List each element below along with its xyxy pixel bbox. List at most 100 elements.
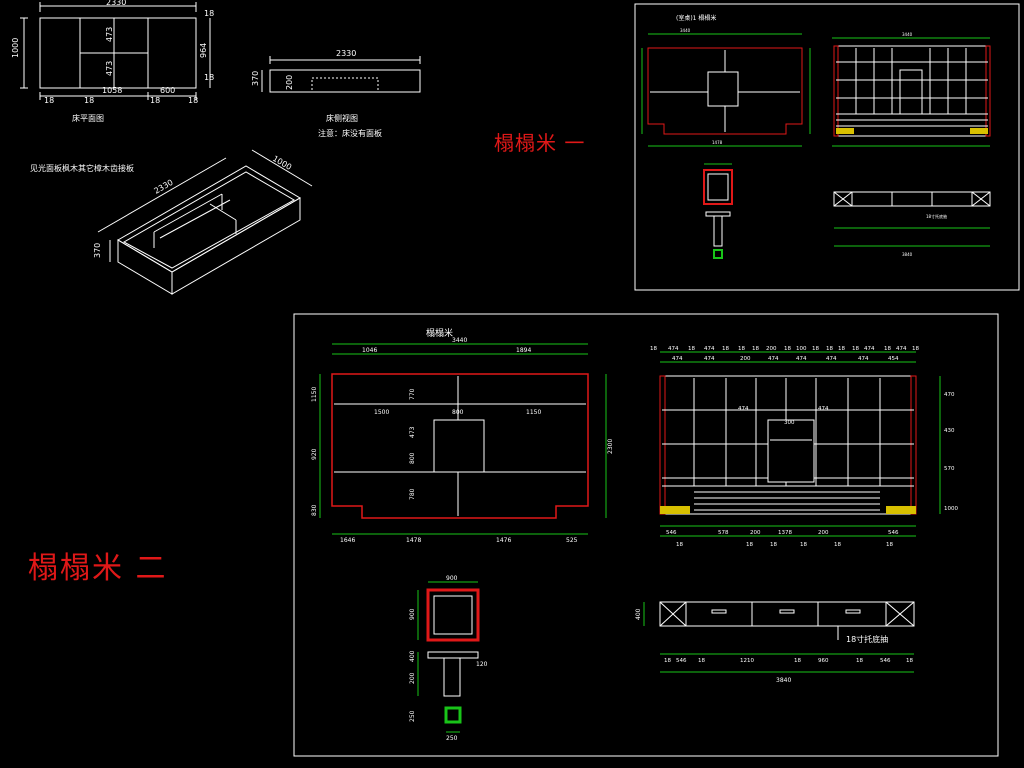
svg-text:474: 474 (738, 406, 749, 412)
bed-axon-height: 370 (93, 243, 102, 258)
set2-table-h1: 400 (409, 650, 416, 662)
bed-axonometric-view (97, 149, 313, 295)
set2-plan-v-mid2: 800 (409, 452, 416, 464)
svg-text:18: 18 (676, 542, 683, 548)
bed-plan-caption: 床平面图 (72, 113, 104, 123)
bed-side-view (261, 56, 421, 93)
svg-text:1210: 1210 (740, 658, 754, 664)
svg-text:960: 960 (818, 658, 829, 664)
set2-plan-v-bot: 780 (409, 488, 416, 500)
set1-drawer-unit (833, 191, 991, 247)
set2-table-h2: 120 (476, 661, 488, 668)
svg-text:18: 18 (688, 346, 695, 352)
svg-text:18: 18 (812, 346, 819, 352)
svg-text:18: 18 (834, 542, 841, 548)
bed-plan-left-dim: 1000 (11, 38, 20, 58)
svg-text:474: 474 (704, 346, 715, 352)
bed-plan-edge: 18 (150, 96, 160, 105)
bed-axon-width: 1000 (271, 154, 293, 172)
svg-text:570: 570 (944, 466, 955, 472)
svg-text:18: 18 (770, 542, 777, 548)
svg-text:474: 474 (668, 346, 679, 352)
set2-plan-top-total: 3440 (452, 337, 467, 344)
set2-plan-inner-mid: 800 (452, 409, 464, 416)
svg-text:546: 546 (666, 530, 677, 536)
set2-drawer-note: 18寸托底抽 (846, 634, 888, 644)
set2-plan-right: 2300 (607, 439, 614, 454)
sheet-frame-set1 (634, 3, 1020, 291)
set2-table-h4: 250 (409, 710, 416, 722)
svg-text:100: 100 (796, 346, 807, 352)
bed-side-caption: 床侧视图 (326, 113, 358, 123)
svg-text:546: 546 (880, 658, 891, 664)
svg-text:18: 18 (906, 658, 913, 664)
bed-side-note: 注意：床没有面板 (318, 128, 382, 138)
svg-text:474: 474 (864, 346, 875, 352)
bed-plan-view (20, 2, 211, 100)
svg-text:474: 474 (672, 356, 683, 362)
set1-plan (641, 33, 811, 147)
bed-plan-bottom-right: 600 (160, 86, 175, 95)
svg-text:1378: 1378 (778, 530, 792, 536)
svg-text:3440: 3440 (902, 32, 913, 37)
set2-plan-left-bot: 830 (311, 504, 318, 516)
svg-text:474: 474 (704, 356, 715, 362)
set1-title: 榻榻米 一 (494, 131, 585, 155)
svg-text:18: 18 (794, 658, 801, 664)
set2-drawer-left: 400 (635, 608, 642, 620)
set2-plan-top-left: 1046 (362, 347, 377, 354)
svg-text:18: 18 (664, 658, 671, 664)
svg-text:200: 200 (766, 346, 777, 352)
set2-plan-bottom-4: 525 (566, 537, 578, 544)
svg-text:470: 470 (944, 392, 955, 398)
sheet-frame-set2 (293, 313, 999, 757)
svg-text:18寸托底抽: 18寸托底抽 (926, 213, 947, 219)
bed-plan-edge: 18 (204, 73, 214, 82)
svg-text:454: 454 (888, 356, 899, 362)
svg-text:3840: 3840 (902, 252, 913, 257)
bed-axon-note: 见光面板枫木其它樟木齿接板 (30, 163, 134, 173)
svg-text:18: 18 (886, 542, 893, 548)
bed-axon-length: 2330 (153, 178, 175, 196)
svg-text:474: 474 (818, 406, 829, 412)
svg-text:1478: 1478 (712, 140, 723, 145)
set2-plan-inner-left: 1500 (374, 409, 389, 416)
set2-table-side: 900 (409, 608, 416, 620)
set2-tea-table (417, 581, 480, 733)
bed-plan-edge: 18 (204, 9, 214, 18)
svg-text:18: 18 (826, 346, 833, 352)
set2-table-top: 900 (446, 575, 458, 582)
svg-text:578: 578 (718, 530, 729, 536)
svg-text:18: 18 (746, 542, 753, 548)
svg-text:18: 18 (856, 658, 863, 664)
svg-text:474: 474 (826, 356, 837, 362)
svg-text:18: 18 (884, 346, 891, 352)
svg-text:18: 18 (650, 346, 657, 352)
set1-table (703, 163, 733, 259)
set2-table-foot: 250 (446, 735, 458, 742)
bed-side-height: 370 (251, 71, 260, 86)
svg-text:474: 474 (796, 356, 807, 362)
svg-text:200: 200 (740, 356, 751, 362)
bed-plan-edge: 18 (44, 96, 54, 105)
set2-table-h3: 200 (409, 672, 416, 684)
svg-text:18: 18 (852, 346, 859, 352)
set2-plan-bottom-1: 1646 (340, 537, 355, 544)
svg-text:474: 474 (768, 356, 779, 362)
bed-plan-mid-upper: 473 (105, 27, 114, 42)
svg-text:546: 546 (676, 658, 687, 664)
svg-text:200: 200 (818, 530, 829, 536)
svg-text:18: 18 (722, 346, 729, 352)
set2-plan-label: 榻榻米 (426, 327, 453, 339)
svg-text:18: 18 (838, 346, 845, 352)
svg-text:300: 300 (784, 420, 795, 426)
svg-text:18: 18 (752, 346, 759, 352)
svg-text:3440: 3440 (680, 28, 691, 33)
bed-plan-top-dim: 2330 (106, 0, 126, 7)
set1-dim-marks: 3440 1478 3440 3840 18寸托底抽 (680, 28, 947, 257)
set2-plan-top-right: 1894 (516, 347, 531, 354)
set1-wall-cabinet (832, 37, 991, 147)
